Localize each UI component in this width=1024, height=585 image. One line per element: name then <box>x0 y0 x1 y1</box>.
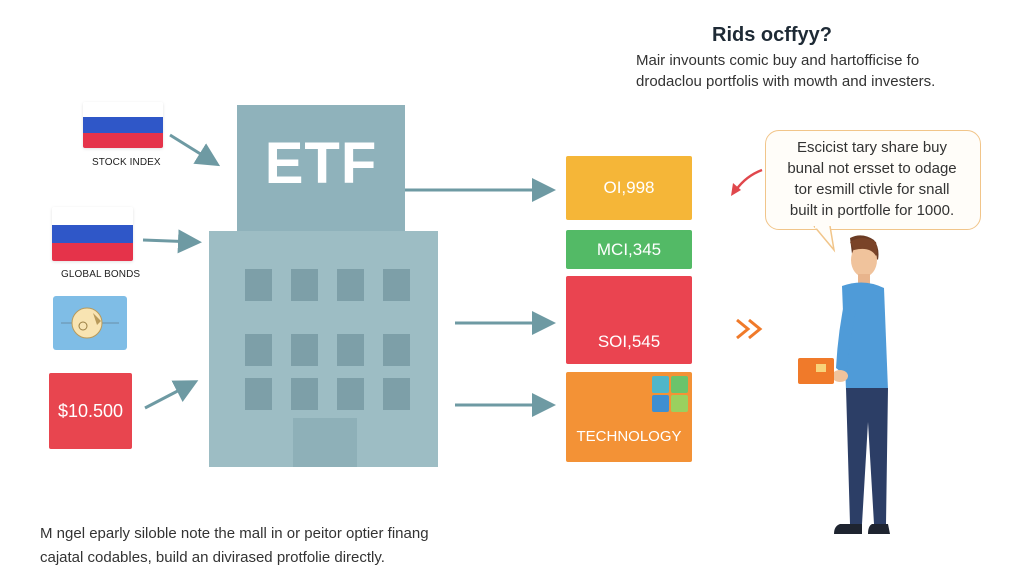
block-value: MCI,345 <box>596 239 662 259</box>
output-block-technology: TECHNOLOGY <box>566 372 692 462</box>
speech-bubble-tail <box>813 226 836 253</box>
building-window <box>337 378 364 410</box>
etf-label: ETF <box>264 131 378 196</box>
output-block-yellow: OI,998 <box>566 156 692 220</box>
building-window <box>291 378 318 410</box>
building-window <box>383 378 410 410</box>
stock-index-label: STOCK INDEX <box>92 157 161 168</box>
footer-line-2: cajatal codables, build an divirased pro… <box>40 549 385 566</box>
block-value: SOI,545 <box>597 332 661 351</box>
block-value: OI,998 <box>603 178 655 197</box>
building-door <box>293 418 357 467</box>
arrow-right-icon <box>142 229 202 254</box>
coin-icon <box>61 307 119 339</box>
building-window <box>337 334 364 366</box>
arrow-right-icon <box>169 133 221 167</box>
flag-icon <box>52 207 133 261</box>
intro-text: Mair invounts comic buy and hartofficise… <box>636 50 1016 92</box>
curved-arrow-icon <box>734 168 763 191</box>
building-window <box>383 334 410 366</box>
building-window <box>337 269 364 301</box>
page-title: Rids ocffyy? <box>712 24 833 46</box>
intro-line-2: drodaclou portfolis with mowth and inves… <box>636 73 936 90</box>
footer-line-1: M ngel eparly siloble note the mall in o… <box>40 525 429 542</box>
tech-icons <box>652 376 688 412</box>
building-window <box>291 269 318 301</box>
price-value: $10.500 <box>57 400 124 421</box>
price-card: $10.500 <box>49 373 132 449</box>
building-window <box>245 334 272 366</box>
coin-card <box>53 296 127 350</box>
bubble-line-2: bunal not ersset to odage <box>787 160 957 177</box>
bubble-line-4: built in portfolle for 1000. <box>789 202 955 219</box>
building-window <box>245 269 272 301</box>
arrow-right-icon <box>144 380 199 410</box>
technology-label: TECHNOLOGY <box>576 428 682 445</box>
person-illustration <box>798 235 890 534</box>
chevron-double-right-icon <box>736 318 751 340</box>
footer-text: M ngel eparly siloble note the mall in o… <box>40 522 600 570</box>
bubble-line-3: tor esmill ctivle for snall <box>794 181 950 198</box>
bubble-line-1: Escicist tary share buy <box>796 139 948 156</box>
chevron-double-right-icon <box>748 318 763 340</box>
building-window <box>291 334 318 366</box>
building-window <box>383 269 410 301</box>
speech-bubble-text: Escicist tary share buy bunal not ersset… <box>765 137 979 221</box>
building-window <box>245 378 272 410</box>
output-block-green: MCI,345 <box>566 230 692 269</box>
speech-bubble <box>765 130 981 230</box>
flag-icon <box>83 102 163 148</box>
global-bonds-label: GLOBAL BONDS <box>61 269 141 280</box>
output-block-red: SOI,545 <box>566 276 692 364</box>
intro-line-1: Mair invounts comic buy and hartofficise… <box>636 52 920 69</box>
etf-building-top <box>237 105 405 233</box>
